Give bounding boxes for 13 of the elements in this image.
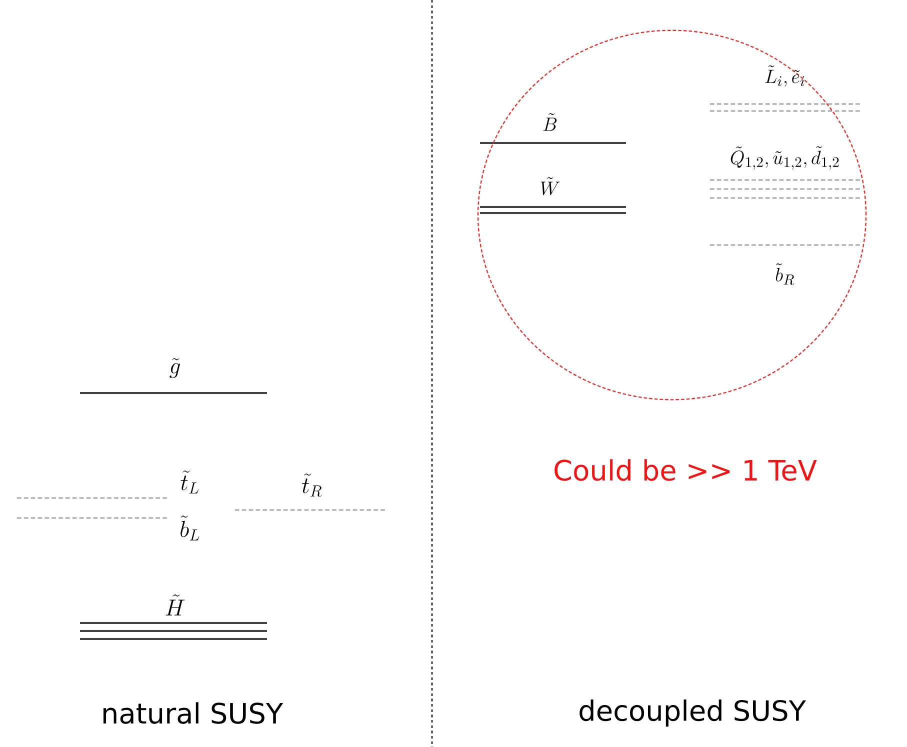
level-label: $\tilde{Q}_{1,2}, \tilde{u}_{1,2}, \tilde{d}_{1,2}$ (730, 146, 839, 170)
level-label: $\tilde{H}$ (166, 594, 185, 616)
panel-title: decoupled SUSY (580, 699, 806, 727)
level-label: $\tilde{b}_R$ (776, 263, 794, 285)
panel-title: natural SUSY (104, 702, 284, 724)
level-label: $\tilde{b}_L$ (180, 516, 200, 540)
level-label: $\tilde{g}$ (170, 358, 180, 378)
level-label: $\tilde{B}$ (543, 113, 557, 131)
level-label: $\tilde{t}_L$ (180, 470, 199, 494)
level-label: $\tilde{L}_i, \tilde{e}_i$ (765, 65, 804, 87)
level-label: $\tilde{t}_R$ (302, 474, 322, 497)
level-label: $\tilde{W}$ (540, 177, 560, 196)
note: Could be >> 1 TeV (554, 459, 817, 481)
